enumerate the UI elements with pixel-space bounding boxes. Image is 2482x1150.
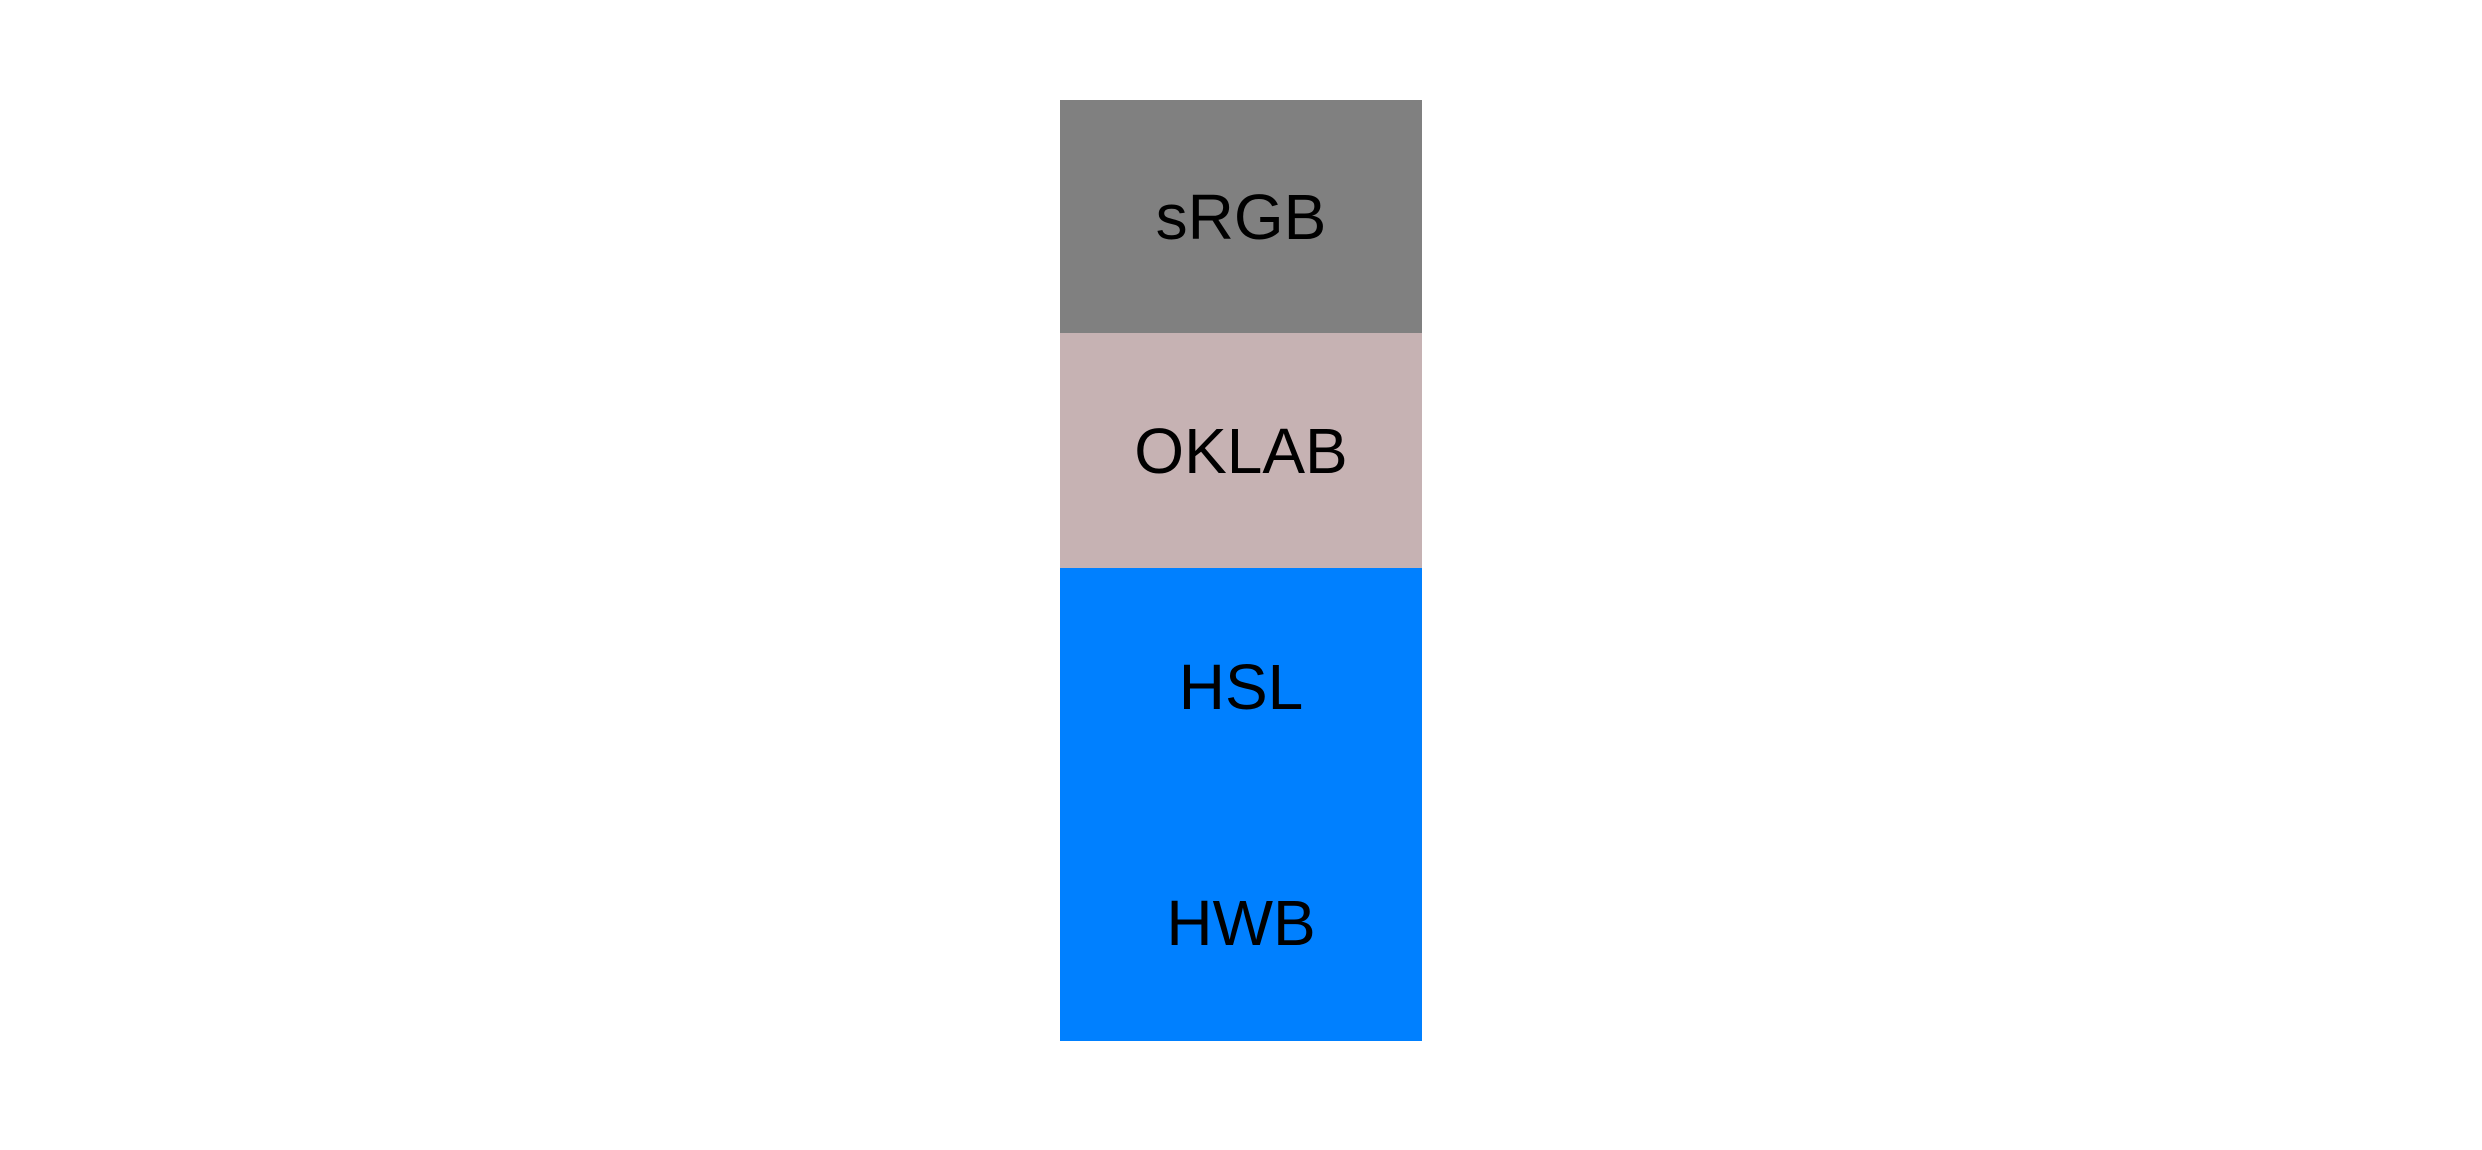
swatch-label-hwb: HWB xyxy=(1166,887,1316,959)
color-swatch-stack: sRGB OKLAB HSL HWB xyxy=(1060,100,1422,1041)
swatch-hwb[interactable]: HWB xyxy=(1060,805,1422,1041)
swatch-label-srgb: sRGB xyxy=(1155,180,1327,253)
swatch-oklab[interactable]: OKLAB xyxy=(1060,333,1422,568)
swatch-label-oklab: OKLAB xyxy=(1134,414,1348,487)
swatch-srgb[interactable]: sRGB xyxy=(1060,100,1422,333)
swatch-hsl[interactable]: HSL xyxy=(1060,568,1422,805)
swatch-label-hsl: HSL xyxy=(1178,650,1304,723)
